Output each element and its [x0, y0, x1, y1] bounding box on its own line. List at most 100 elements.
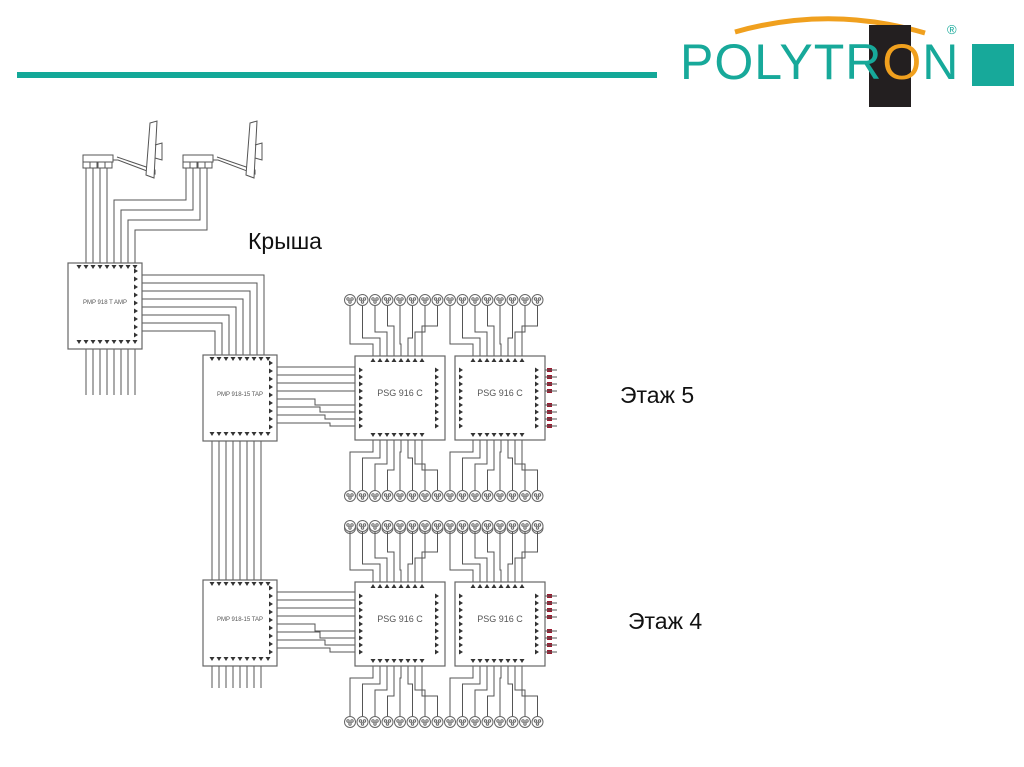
port-arrow	[435, 395, 439, 401]
port-arrow	[269, 641, 273, 647]
f-connector	[356, 520, 369, 532]
port-arrow	[435, 621, 439, 627]
port-arrow	[384, 433, 390, 437]
cable	[142, 282, 258, 355]
cable	[113, 168, 187, 263]
port-arrow	[398, 433, 404, 437]
cable	[399, 532, 402, 582]
port-arrow	[435, 402, 439, 408]
port-arrow	[419, 358, 425, 362]
cable	[362, 532, 381, 582]
port-arrow	[370, 433, 376, 437]
logo-o: O	[882, 34, 923, 90]
port-arrow	[209, 657, 215, 661]
cable	[142, 274, 265, 355]
f-connector	[519, 520, 531, 532]
port-arrow	[419, 584, 425, 588]
port-arrow	[412, 433, 418, 437]
cable	[362, 440, 381, 490]
cable	[499, 666, 502, 716]
port-arrow	[535, 614, 539, 620]
port-arrow	[134, 284, 138, 290]
port-arrow	[265, 357, 271, 361]
port-arrow	[491, 584, 497, 588]
cable	[374, 440, 388, 490]
port-arrow	[251, 357, 257, 361]
port-arrow	[216, 582, 222, 586]
device-label: PMP 918-15 TAP	[217, 392, 263, 398]
port-arrow	[118, 265, 124, 269]
port-arrow	[258, 432, 264, 436]
device-label: PSG 916 C	[377, 614, 423, 624]
f-connector	[444, 520, 456, 532]
port-arrow	[535, 635, 539, 641]
port-arrow	[484, 433, 490, 437]
port-arrow	[258, 357, 264, 361]
port-arrow	[223, 582, 229, 586]
port-arrow	[505, 358, 511, 362]
f-connector	[481, 716, 494, 728]
cable	[142, 298, 244, 355]
device-psg-floor5-b: PSG 916 C	[454, 355, 557, 441]
logo-square	[972, 44, 1014, 86]
port-arrow	[359, 395, 363, 401]
f-connector	[394, 490, 406, 502]
port-arrow	[269, 601, 273, 607]
cable	[374, 306, 388, 356]
port-arrow	[384, 358, 390, 362]
cable	[421, 440, 438, 490]
port-arrow	[370, 584, 376, 588]
f-connector	[456, 294, 469, 306]
port-arrow	[435, 388, 439, 394]
port-arrow	[405, 659, 411, 663]
port-arrow	[535, 628, 539, 634]
port-arrow	[118, 340, 124, 344]
port-arrow	[435, 635, 439, 641]
port-arrow	[359, 628, 363, 634]
cable	[449, 306, 474, 356]
port-arrow	[491, 433, 497, 437]
port-arrow	[435, 423, 439, 429]
port-arrow	[435, 649, 439, 655]
port-arrow	[535, 388, 539, 394]
port-arrow	[459, 649, 463, 655]
port-arrow	[269, 609, 273, 615]
port-arrow	[512, 358, 518, 362]
port-arrow	[209, 432, 215, 436]
port-arrow	[223, 432, 229, 436]
f-connector	[369, 716, 381, 728]
cable	[349, 440, 374, 490]
port-arrow	[216, 657, 222, 661]
port-arrow	[359, 614, 363, 620]
port-arrow	[535, 649, 539, 655]
port-arrow	[405, 584, 411, 588]
port-arrow	[435, 374, 439, 380]
port-arrow	[76, 340, 82, 344]
cable	[421, 306, 438, 356]
logo-suffix: N	[922, 34, 960, 90]
label-roof: Крыша	[248, 228, 322, 254]
port-arrow	[251, 582, 257, 586]
port-arrow	[519, 659, 525, 663]
cable	[277, 398, 355, 406]
port-arrow	[512, 433, 518, 437]
port-arrow	[359, 423, 363, 429]
lnb-connectors-1	[82, 161, 113, 169]
satellite-dish-1	[82, 120, 163, 179]
port-arrow	[519, 584, 525, 588]
cable	[142, 330, 216, 355]
port-arrow	[83, 265, 89, 269]
port-arrow	[535, 367, 539, 373]
f-connector	[406, 716, 419, 728]
port-arrow	[470, 433, 476, 437]
port-arrow	[209, 357, 215, 361]
f-connector	[531, 520, 544, 532]
port-arrow	[491, 659, 497, 663]
port-arrow	[377, 659, 383, 663]
f-connector	[406, 520, 419, 532]
port-arrow	[435, 416, 439, 422]
port-arrow	[359, 593, 363, 599]
port-arrow	[216, 432, 222, 436]
port-arrow	[535, 607, 539, 613]
port-arrow	[498, 358, 504, 362]
